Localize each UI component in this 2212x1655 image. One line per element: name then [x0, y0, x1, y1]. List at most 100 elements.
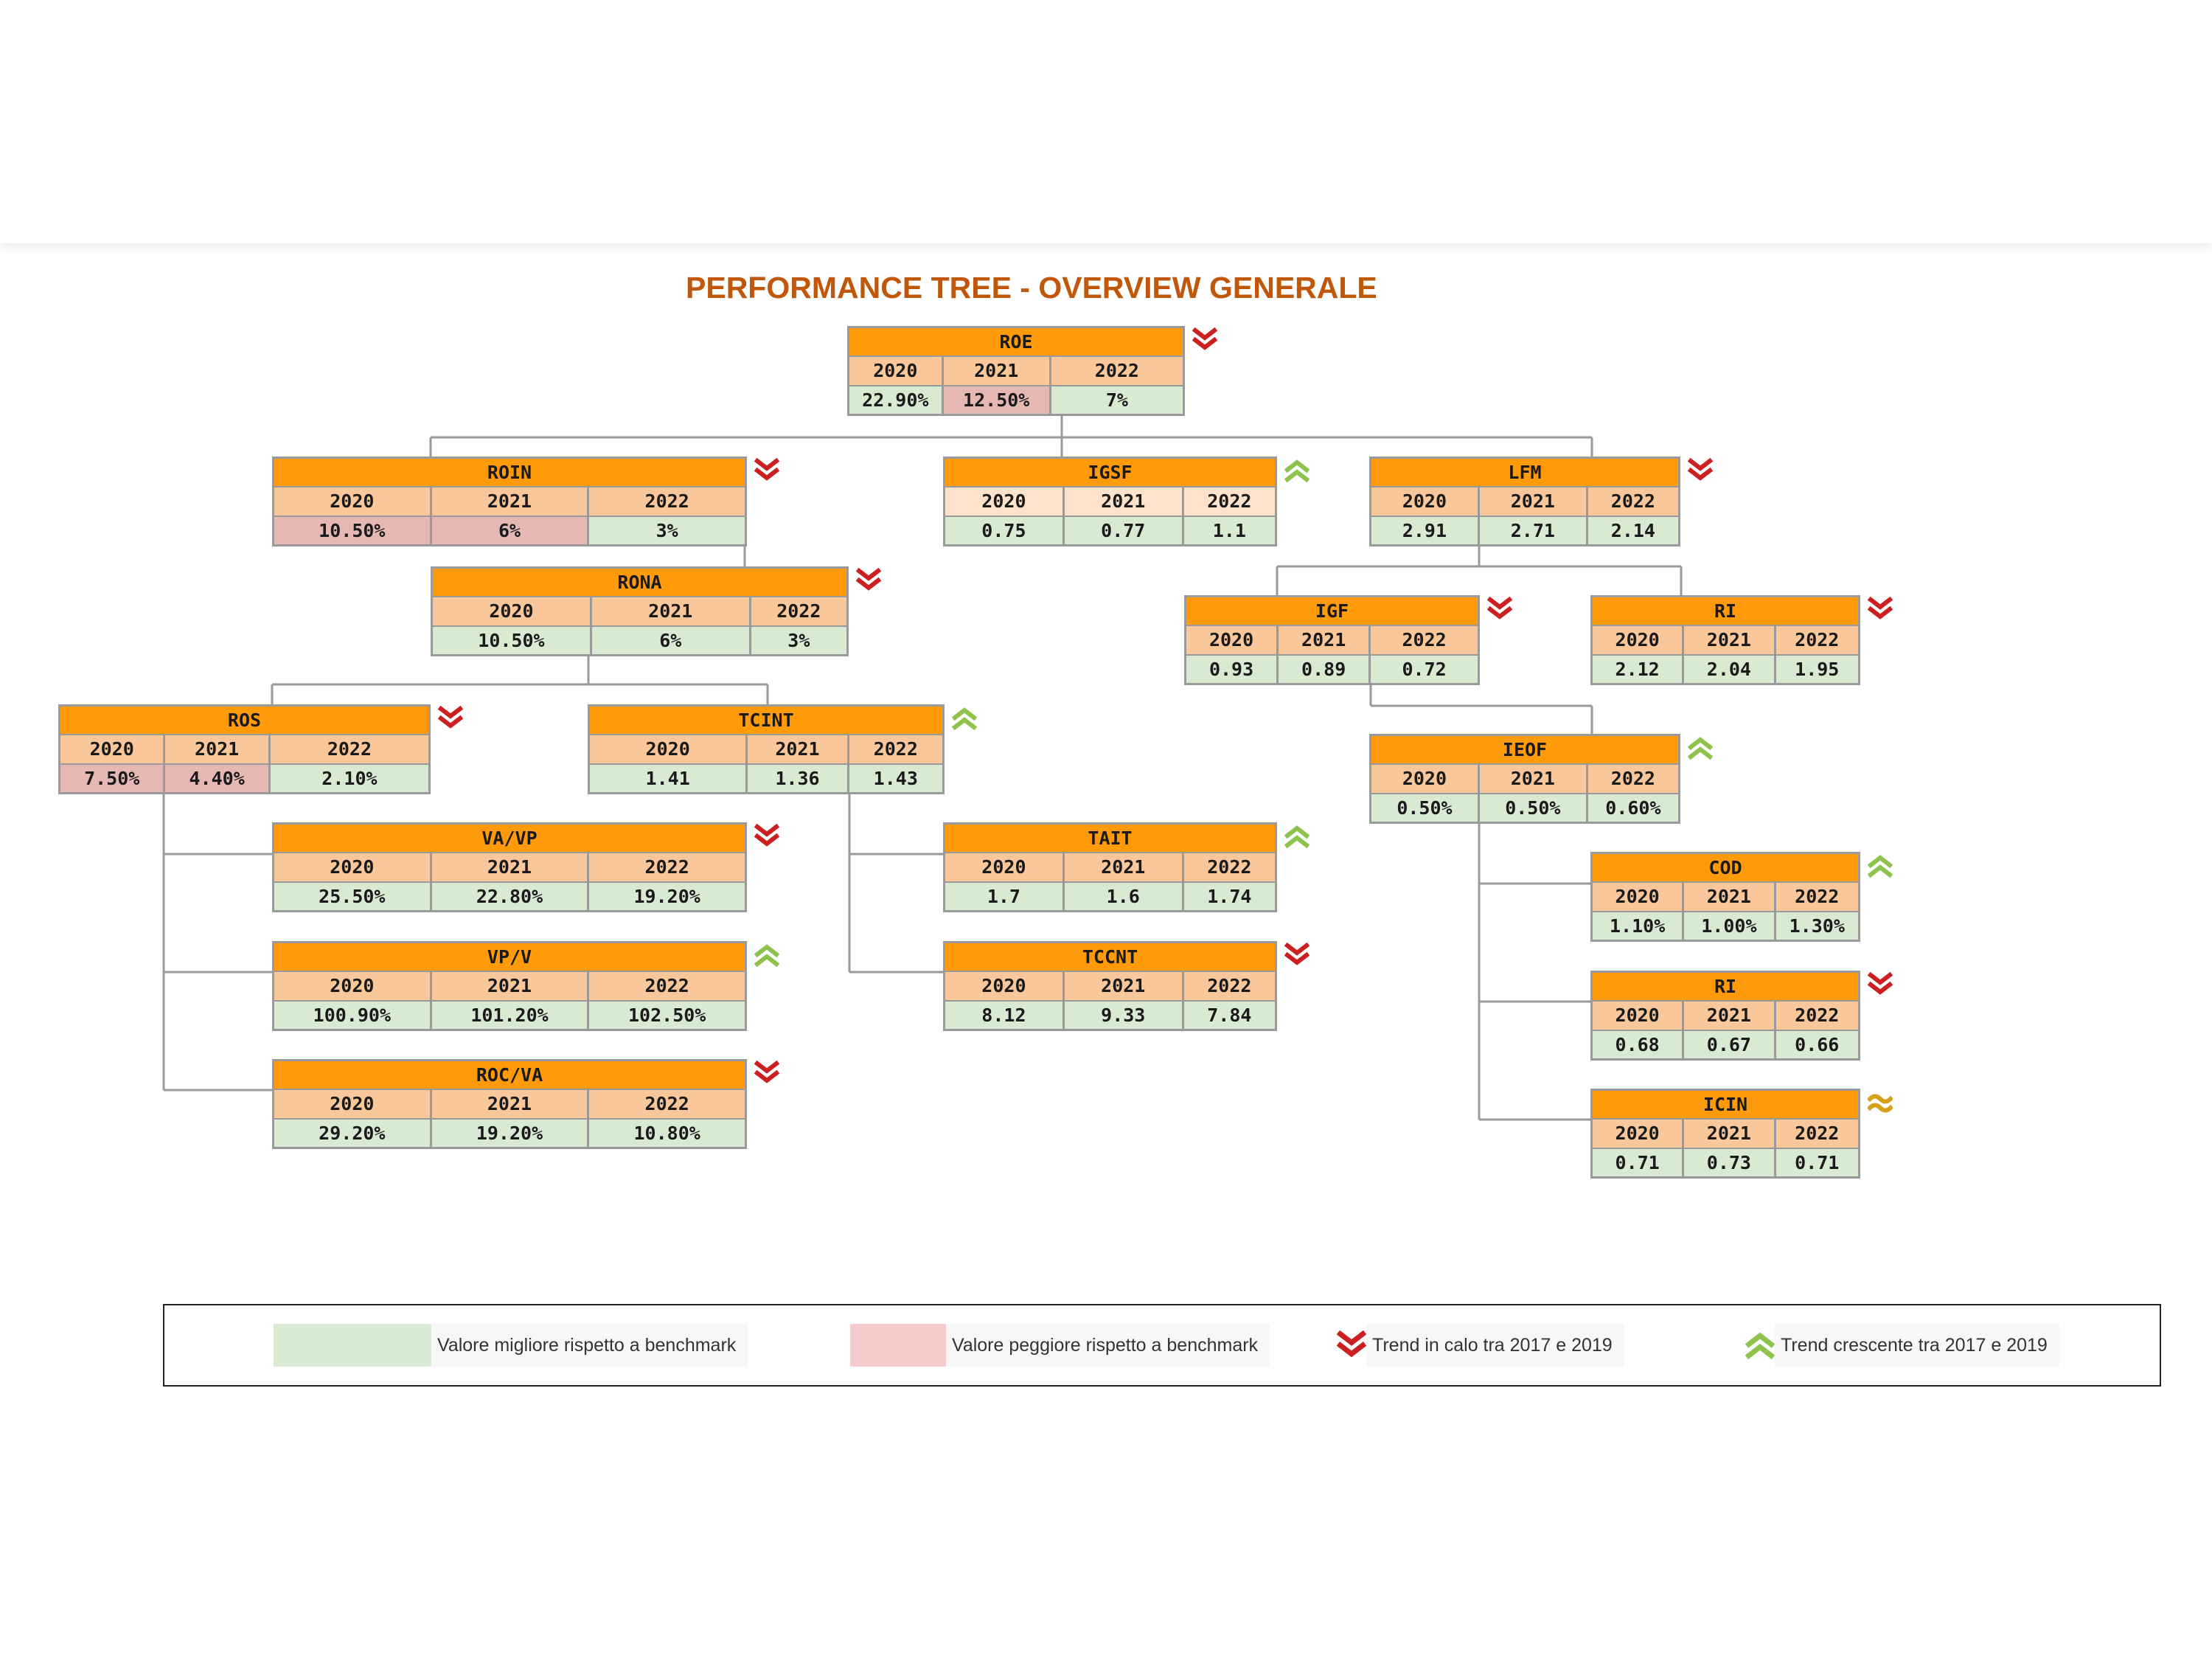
value-cell: 0.77	[1064, 516, 1182, 544]
year-cell: 2022	[1775, 1002, 1858, 1030]
value-cell: 2.10%	[270, 764, 428, 792]
trend-down-icon	[1687, 457, 1714, 483]
value-cell: 2.12	[1593, 655, 1683, 683]
year-cell: 2020	[1186, 626, 1277, 654]
value-cell: 22.80%	[431, 882, 588, 910]
value-cell: 101.20%	[431, 1001, 588, 1029]
node-title: ROE	[849, 328, 1183, 356]
year-cell: 2020	[945, 853, 1062, 881]
node-title: TAIT	[945, 825, 1275, 853]
year-cell: 2020	[1593, 883, 1683, 911]
year-cell: 2020	[945, 972, 1062, 1000]
year-cell: 2021	[591, 597, 749, 625]
node-title: COD	[1593, 854, 1858, 882]
trend-down-icon	[437, 705, 464, 731]
node-title: ICIN	[1593, 1091, 1858, 1119]
year-cell: 2022	[589, 972, 745, 1000]
year-cell: 2022	[1775, 1120, 1858, 1148]
value-row: 0.50%0.50%0.60%	[1371, 794, 1678, 822]
year-cell: 2021	[431, 1090, 588, 1118]
node-title: TCCNT	[945, 943, 1275, 971]
year-cell: 2021	[943, 357, 1049, 385]
year-cell: 2021	[431, 972, 588, 1000]
node-title: ROIN	[274, 459, 745, 487]
node-title: RI	[1593, 597, 1858, 625]
value-cell: 7.50%	[60, 764, 164, 792]
node-title: VA/VP	[274, 825, 745, 853]
year-cell: 2020	[274, 972, 430, 1000]
year-cell: 2022	[270, 735, 428, 763]
value-cell: 8.12	[945, 1001, 1062, 1029]
value-row: 10.50%6%3%	[433, 626, 846, 654]
value-cell: 22.90%	[849, 386, 942, 414]
trend-down-icon	[1486, 596, 1513, 622]
value-cell: 1.00%	[1684, 912, 1774, 940]
year-cell: 2021	[748, 735, 847, 763]
node-title: ROC/VA	[274, 1061, 745, 1089]
trend-down-icon	[754, 1060, 780, 1086]
value-cell: 2.04	[1684, 655, 1774, 683]
value-cell: 10.80%	[589, 1119, 745, 1147]
value-cell: 1.41	[590, 764, 746, 792]
value-cell: 2.91	[1371, 516, 1478, 544]
value-cell: 10.50%	[274, 516, 430, 544]
trend-down-icon	[1337, 1330, 1366, 1358]
trend-up-icon	[754, 943, 780, 968]
trend-up-icon	[1687, 735, 1714, 760]
year-cell: 2022	[1183, 972, 1275, 1000]
trend-up-icon	[1284, 458, 1310, 483]
year-cell: 2022	[589, 853, 745, 881]
year-cell: 2021	[1479, 488, 1586, 516]
value-cell: 1.43	[849, 764, 942, 792]
trend-down-icon	[1284, 942, 1310, 968]
value-cell: 3%	[589, 516, 745, 544]
value-cell: 0.71	[1593, 1148, 1683, 1176]
value-cell: 9.33	[1064, 1001, 1182, 1029]
year-cell: 2022	[1371, 626, 1478, 654]
diagram-title: PERFORMANCE TREE - OVERVIEW GENERALE	[686, 271, 1377, 305]
value-cell: 19.20%	[431, 1119, 588, 1147]
year-cell: 2021	[1064, 488, 1182, 516]
value-cell: 6%	[591, 626, 749, 654]
legend-worse: Valore peggiore rispetto a benchmark	[850, 1324, 1270, 1367]
legend-better: Valore migliore rispetto a benchmark	[274, 1324, 748, 1367]
value-cell: 6%	[431, 516, 588, 544]
trend-down-icon	[1867, 971, 1893, 997]
node-title: VP/V	[274, 943, 745, 971]
value-cell: 25.50%	[274, 882, 430, 910]
value-cell: 29.20%	[274, 1119, 430, 1147]
year-cell: 2022	[1775, 626, 1858, 654]
value-cell: 12.50%	[943, 386, 1049, 414]
legend-trend-up: Trend crescente tra 2017 e 2019	[1745, 1324, 2059, 1367]
trend-down-icon	[1192, 327, 1218, 353]
trend-up-icon	[951, 706, 978, 731]
value-cell: 2.71	[1479, 516, 1586, 544]
value-cell: 0.93	[1186, 655, 1277, 683]
node-title: IEOF	[1371, 736, 1678, 764]
year-cell: 2021	[1684, 1002, 1774, 1030]
